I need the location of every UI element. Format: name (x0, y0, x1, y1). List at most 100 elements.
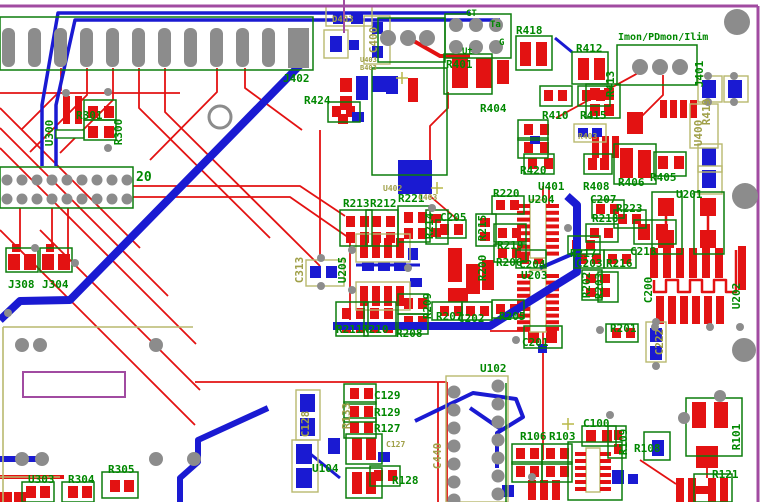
through-hole-pad (46, 193, 58, 205)
through-hole-pad (491, 451, 505, 465)
smd-pad-blue (328, 438, 340, 454)
silkscreen-outline (397, 313, 429, 335)
ref-label: R404 (480, 102, 507, 115)
smd-pad-blue (296, 444, 312, 464)
smd-pad-blue (352, 112, 364, 122)
soic-pin (517, 217, 530, 222)
smd-pad-red (480, 218, 490, 227)
smd-pad-red (638, 224, 650, 240)
silkscreen-outline (583, 153, 613, 175)
ref-label: R220 (493, 187, 520, 200)
silkscreen-outline (581, 425, 617, 447)
drill-hole (449, 40, 463, 54)
smd-pad-red (596, 204, 605, 214)
smd-pad-red (586, 274, 596, 283)
silkscreen-outline (693, 473, 733, 502)
ref-label: U102 (480, 362, 507, 375)
smd-pad-red (396, 286, 404, 306)
trace-red (411, 38, 470, 58)
smd-pad-blue (378, 452, 390, 462)
soic-pin (517, 231, 530, 236)
courtyard-outline (697, 165, 723, 195)
smd-pad-red (404, 316, 413, 327)
smd-pad-blue (351, 12, 363, 24)
via (606, 411, 614, 419)
smd-pad-red (104, 126, 114, 138)
smd-pad-red (346, 106, 355, 117)
smd-pad-red (528, 158, 537, 169)
trace-blue (40, 11, 470, 166)
ref-label: R420 (520, 164, 547, 177)
ref-label: C205 (440, 211, 467, 224)
ref-label: R413 (604, 71, 617, 98)
connector-pad (106, 28, 119, 67)
smd-pad-blue (612, 470, 624, 484)
ref-label: J402 (283, 72, 310, 85)
smd-pad-red (512, 228, 521, 238)
smd-pad-red (82, 486, 92, 498)
smd-pad-red (480, 232, 490, 241)
ref-label: C313 (293, 257, 306, 284)
smd-pad-red (372, 286, 380, 306)
ref-label: R217 (570, 247, 597, 260)
smd-pad-red (498, 228, 507, 238)
ref-label: R127 (374, 422, 401, 435)
smd-pad-red (366, 472, 376, 494)
smd-pad-blue (362, 262, 374, 271)
trace-blue (554, 36, 573, 54)
smd-pad-red (670, 100, 677, 118)
smd-pad-blue (310, 266, 321, 278)
through-hole-pad (491, 469, 505, 483)
smd-pad-blue (702, 170, 716, 188)
courtyard-outline (291, 439, 319, 493)
keepout-outline (22, 371, 126, 398)
ref-label: R213 (343, 197, 370, 210)
through-hole-pad (447, 403, 461, 417)
smd-pad-blue (398, 160, 432, 194)
ref-label: J308 (8, 278, 35, 291)
ref-label: C203 (576, 257, 603, 270)
soic-pin (546, 204, 559, 208)
drill-hole (35, 452, 49, 466)
trace-blue (333, 193, 581, 330)
silkscreen-outline (0, 166, 134, 209)
smd-pad-red (386, 232, 395, 243)
ref-label: R403 (578, 132, 597, 141)
drill-hole (469, 18, 483, 32)
silkscreen-outline (61, 481, 95, 502)
soic-pin (517, 287, 530, 292)
drill-hole (714, 390, 726, 402)
smd-pad-red (590, 104, 600, 116)
silkscreen-outline (101, 471, 139, 499)
ref-label: R300 (112, 119, 125, 146)
silkscreen-outline (491, 195, 525, 215)
ref-label: C207 (590, 193, 617, 206)
ref-label: R209 (421, 293, 434, 320)
smd-pad-red (546, 448, 555, 459)
smd-pad-red (592, 136, 599, 158)
soic-pin (546, 326, 559, 331)
drill-hole (652, 59, 668, 75)
smd-pad-red (663, 248, 671, 278)
smd-pad-red (384, 308, 393, 319)
connector-pad (158, 28, 171, 67)
drill-hole (419, 30, 435, 46)
through-hole-pad (447, 439, 461, 453)
smd-pad-red (716, 296, 724, 324)
soic-pin (575, 466, 586, 470)
ref-label: U402 (383, 184, 402, 193)
silkscreen-outline (339, 209, 373, 247)
smd-pad-red (440, 224, 449, 235)
via (104, 144, 112, 152)
smd-pad-red (372, 238, 380, 258)
smd-pad-red (552, 480, 560, 500)
smd-pad-blue (296, 468, 312, 488)
smd-pad-red (590, 228, 599, 238)
ref-label: R219 (497, 239, 524, 252)
smd-pad-red (366, 438, 376, 460)
through-hole-pad (491, 415, 505, 429)
silkscreen-outline (444, 13, 512, 59)
courtyard-outline (697, 143, 723, 173)
through-hole-pad (61, 193, 73, 205)
